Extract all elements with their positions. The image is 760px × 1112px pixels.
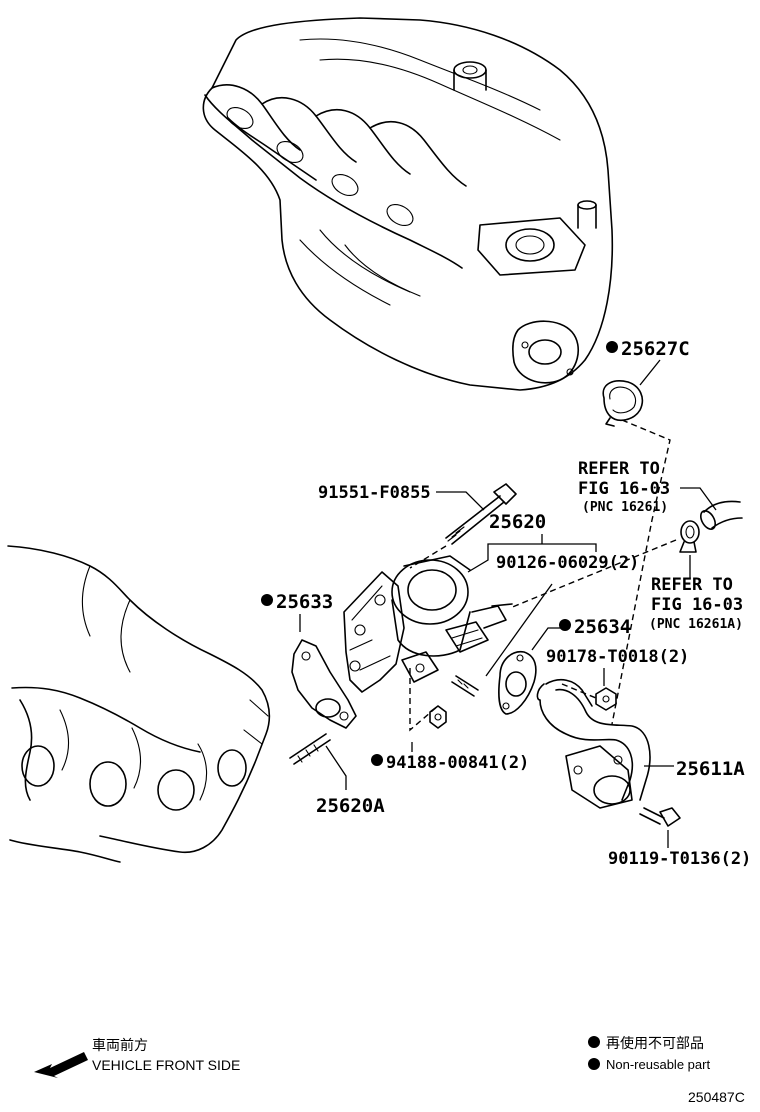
part-label-25634: 25634 xyxy=(574,616,631,638)
gasket-25627c xyxy=(602,380,644,427)
nonreusable-mark xyxy=(261,594,273,606)
intake-manifold xyxy=(202,17,614,391)
nut-94188 xyxy=(429,705,447,729)
part-label-90119: 90119-T0136(2) xyxy=(608,849,751,869)
refer-text-1: REFER TO xyxy=(578,459,660,479)
refer-pnc-2: (PNC 16261A) xyxy=(649,617,743,632)
hose xyxy=(699,500,743,530)
nonreusable-label-jp: 再使用不可部品 xyxy=(606,1035,704,1051)
refer-fig-2: FIG 16-03 xyxy=(651,595,743,615)
part-label-90178: 90178-T0018(2) xyxy=(546,647,689,667)
refer-fig-1: FIG 16-03 xyxy=(578,479,670,499)
part-label-25620: 25620 xyxy=(489,511,546,533)
cylinder-head xyxy=(7,545,271,863)
refer-text-2: REFER TO xyxy=(651,575,733,595)
nonreusable-legend-mark-en xyxy=(588,1058,600,1070)
front-side-label-jp: 車両前方 xyxy=(92,1037,148,1053)
nonreusable-mark xyxy=(371,754,383,766)
egr-pipe xyxy=(536,678,651,809)
hose-clamp xyxy=(679,520,700,553)
part-label-90126: 90126-06029(2) xyxy=(496,553,639,573)
figure-id: 250487C xyxy=(688,1089,745,1105)
bolt-91551 xyxy=(445,483,517,545)
nonreusable-mark xyxy=(559,619,571,631)
bolt-90119 xyxy=(639,807,681,827)
part-label-25620a: 25620A xyxy=(316,795,385,817)
refer-pnc-1: (PNC 16261) xyxy=(582,500,668,515)
nonreusable-label-en: Non-reusable part xyxy=(606,1057,710,1072)
part-label-25633: 25633 xyxy=(276,591,333,613)
part-label-91551: 91551-F0855 xyxy=(318,483,431,503)
stud-25620a-upper xyxy=(451,675,479,697)
part-label-25611a: 25611A xyxy=(676,758,745,780)
gasket-25634 xyxy=(498,651,537,715)
stud-25620a xyxy=(289,733,331,765)
gasket-25633 xyxy=(291,639,357,729)
nut-90178 xyxy=(595,687,617,711)
nonreusable-mark xyxy=(606,341,618,353)
part-label-25627c: 25627C xyxy=(621,338,690,360)
front-side-label-en: VEHICLE FRONT SIDE xyxy=(92,1057,240,1073)
front-arrow xyxy=(34,1052,88,1078)
egr-valve xyxy=(343,555,507,693)
nonreusable-legend-mark-jp xyxy=(588,1036,600,1048)
part-label-94188: 94188-00841(2) xyxy=(386,753,529,773)
